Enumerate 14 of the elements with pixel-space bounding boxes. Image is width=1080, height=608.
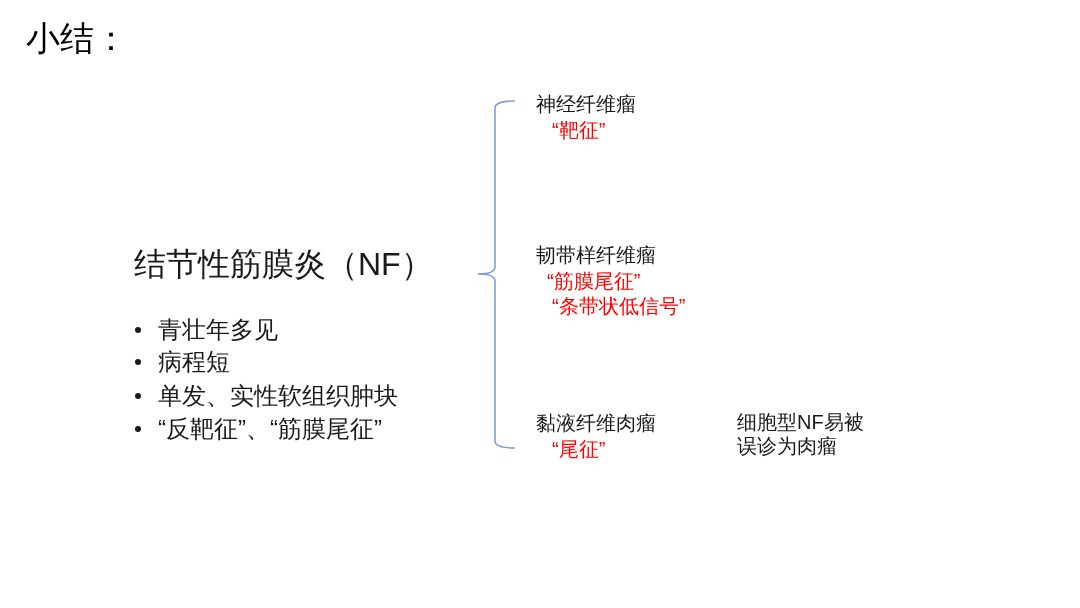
note-text: 细胞型NF易被误诊为肉瘤 — [737, 410, 865, 458]
slide-title: 小结： — [26, 18, 128, 59]
imaging-sign: “筋膜尾征” — [547, 269, 641, 293]
list-item: “反靶征”、“筋膜尾征” — [158, 415, 382, 444]
tumor-name: 黏液纤维肉瘤 — [536, 411, 656, 435]
tumor-name: 神经纤维瘤 — [536, 92, 636, 116]
imaging-sign: “尾征” — [552, 437, 606, 461]
list-item: 青壮年多见 — [158, 316, 278, 345]
list-item: 单发、实性软组织肿块 — [158, 382, 398, 411]
tumor-name: 韧带样纤维瘤 — [536, 243, 656, 267]
topic-heading: 结节性筋膜炎（NF） — [134, 245, 433, 284]
imaging-sign: “条带状低信号” — [552, 294, 686, 318]
imaging-sign: “靶征” — [552, 118, 606, 142]
list-item: 病程短 — [158, 348, 230, 377]
